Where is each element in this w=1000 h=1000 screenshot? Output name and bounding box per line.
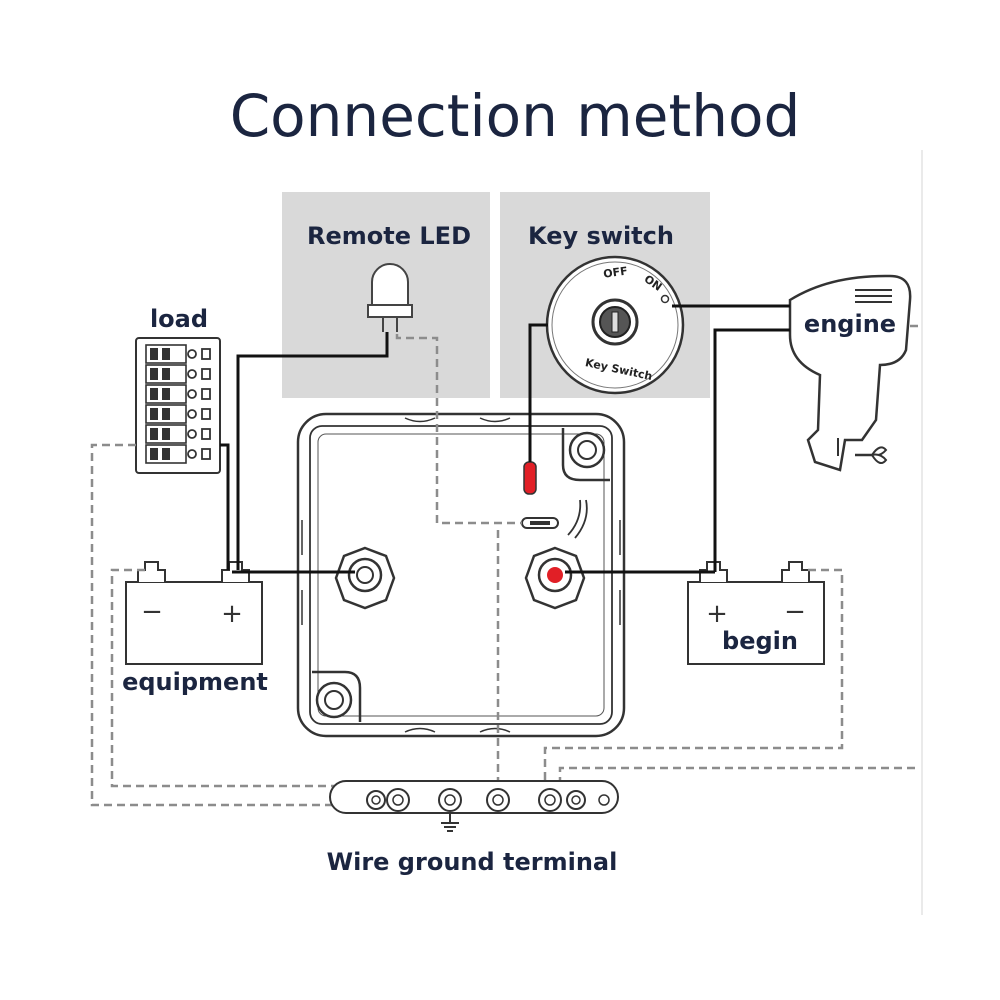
begin-battery: [687, 561, 825, 665]
equipment-battery: [125, 561, 263, 665]
equipment-plus-sign: +: [221, 599, 243, 629]
page-title: Connection method: [230, 82, 801, 150]
begin-plus-sign: +: [706, 599, 728, 629]
load-label: load: [150, 305, 208, 333]
ground-terminal-label: Wire ground terminal: [327, 848, 618, 876]
remote-led-label: Remote LED: [307, 222, 471, 250]
remote-led-icon: [367, 263, 413, 332]
key-switch-label: Key switch: [528, 222, 674, 250]
ground-symbol-icon: [441, 813, 459, 832]
red-connector: [523, 461, 537, 495]
begin-label: begin: [722, 627, 798, 655]
begin-minus-sign: −: [784, 597, 806, 627]
engine-icon: [788, 274, 922, 472]
led-connector: [521, 499, 588, 539]
load-switch-panel: [135, 337, 221, 474]
battery-switch-box: [296, 412, 626, 738]
solid-wires: [220, 304, 790, 574]
equipment-minus-sign: −: [141, 597, 163, 627]
equipment-label: equipment: [122, 668, 268, 696]
ground-terminal-bar: [329, 780, 619, 814]
key-off-label: OFF: [603, 264, 629, 280]
red-indicator-dot: [547, 567, 563, 583]
engine-label: engine: [804, 310, 896, 338]
